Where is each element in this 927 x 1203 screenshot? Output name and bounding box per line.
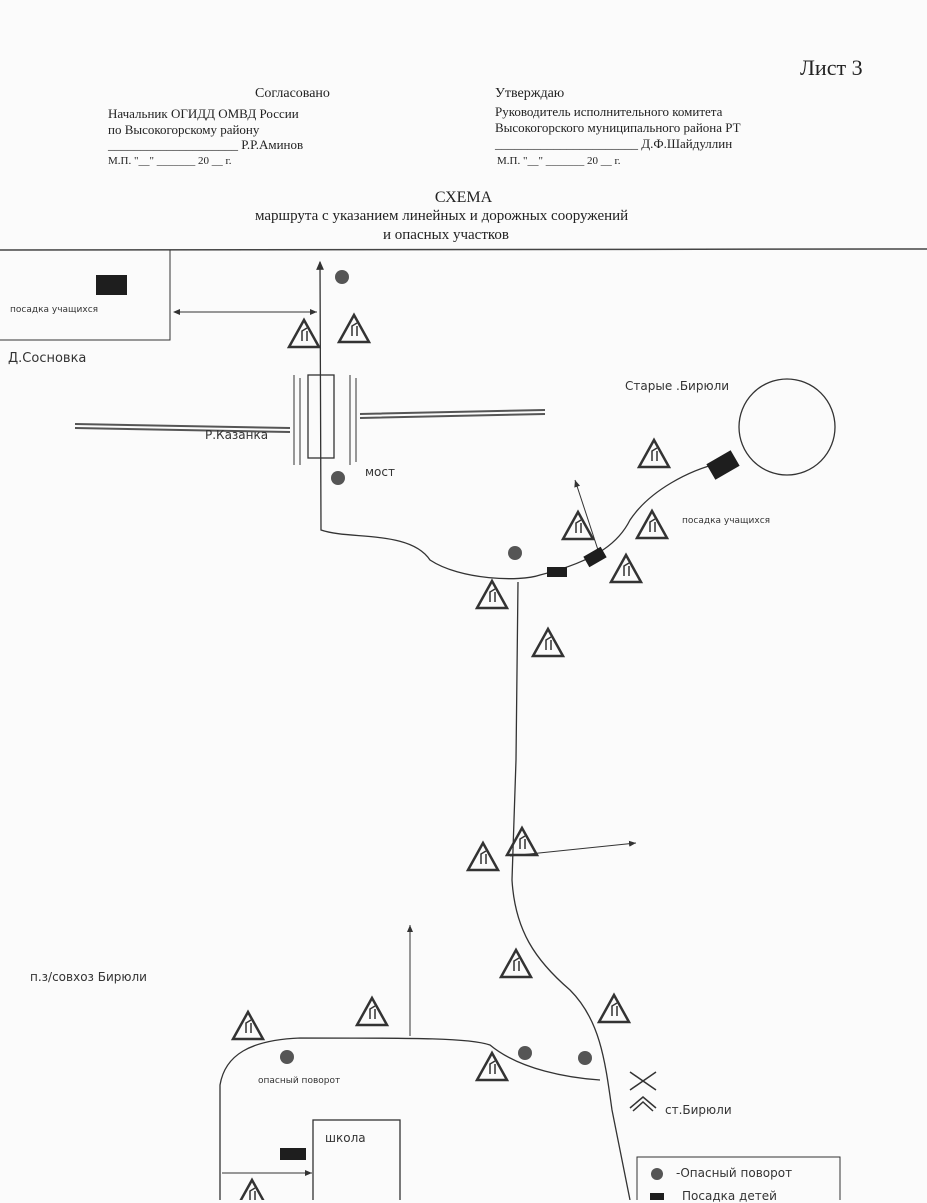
road-sovkhoz xyxy=(219,1037,601,1200)
warning-sign-icon xyxy=(355,996,389,1027)
approve-title: Утверждаю xyxy=(495,86,565,101)
top-border xyxy=(0,248,927,251)
river xyxy=(74,409,546,433)
warning-sign-icon xyxy=(635,509,669,540)
warning-sign-icon xyxy=(337,313,371,344)
warning-sign-icon xyxy=(475,1051,509,1082)
railway-crossing-icon xyxy=(629,1071,657,1112)
danger-dot xyxy=(335,270,349,284)
legend-dot-icon xyxy=(651,1168,663,1180)
approval-title: Согласовано xyxy=(255,86,330,101)
label-starye-biryuli: Старые .Бирюли xyxy=(625,379,730,393)
label-station: ст.Бирюли xyxy=(665,1103,732,1117)
scheme-subtitle-2: и опасных участков xyxy=(383,227,509,243)
road-north xyxy=(316,260,721,580)
side-road-arrow xyxy=(574,479,601,557)
danger-dot xyxy=(578,1051,592,1065)
bus-stop-marker xyxy=(706,450,740,480)
label-sovkhoz: п.з/совхоз Бирюли xyxy=(30,970,147,984)
legend-stop-icon xyxy=(650,1193,664,1200)
warning-sign-icon xyxy=(466,841,500,872)
bridge xyxy=(293,374,357,465)
approve-signature: ______________________ Д.Ф.Шайдуллин xyxy=(495,136,733,151)
warning-sign-icon xyxy=(235,1178,269,1200)
road-main xyxy=(511,581,631,1200)
approval-line2: по Высокогорскому району xyxy=(108,122,260,137)
warning-sign-icon xyxy=(637,438,671,469)
bus-stop-markers xyxy=(280,450,740,1160)
label-stop-top-left: посадка учащихся xyxy=(10,305,99,315)
label-stop-right: посадка учащихся xyxy=(682,516,771,526)
warning-signs xyxy=(231,313,671,1200)
legend-danger-turn: -Опасный поворот xyxy=(676,1166,793,1180)
bus-stop-marker xyxy=(583,546,607,568)
warning-sign-icon xyxy=(231,1010,265,1041)
scheme-subtitle-1: маршрута с указанием линейных и дорожных… xyxy=(255,208,629,224)
label-danger-turn: опасный поворот xyxy=(258,1076,341,1086)
bus-stop-marker xyxy=(96,275,127,295)
approve-date: М.П. "__" _______ 20 __ г. xyxy=(497,155,621,167)
danger-dot xyxy=(518,1046,532,1060)
danger-dot xyxy=(331,471,345,485)
warning-sign-icon xyxy=(499,948,533,979)
label-school: школа xyxy=(325,1131,366,1145)
warning-sign-icon xyxy=(609,553,643,584)
label-bridge: мост xyxy=(365,465,395,479)
label-river: Р.Казанка xyxy=(205,428,269,442)
legend-box xyxy=(636,1156,841,1200)
approval-line1: Начальник ОГИДД ОМВД России xyxy=(108,106,299,121)
legend-boarding: Посадка детей xyxy=(682,1189,777,1203)
warning-sign-icon xyxy=(561,510,595,541)
warning-sign-icon xyxy=(505,826,539,857)
warning-sign-icon xyxy=(287,318,321,349)
starye-biryuli-circle xyxy=(738,378,836,476)
sheet-number: Лист 3 xyxy=(800,55,863,80)
danger-dot xyxy=(508,546,522,560)
bus-stop-marker xyxy=(280,1148,306,1160)
approve-line2: Высокогорского муниципального района РТ xyxy=(495,120,741,135)
approval-signature: ____________________ Р.Р.Аминов xyxy=(108,137,304,152)
sosnovka-area xyxy=(0,250,171,341)
warning-sign-icon xyxy=(475,579,509,610)
danger-dot xyxy=(280,1050,294,1064)
approval-date: М.П. "__" _______ 20 __ г. xyxy=(108,155,232,167)
school-building xyxy=(312,1119,401,1200)
danger-turn-markers xyxy=(280,270,592,1065)
label-sosnovka: Д.Сосновка xyxy=(8,351,87,366)
approve-line1: Руководитель исполнительного комитета xyxy=(495,104,723,119)
warning-sign-icon xyxy=(597,993,631,1024)
warning-sign-icon xyxy=(531,627,565,658)
scheme-title: СХЕМА xyxy=(434,189,493,206)
bus-stop-marker xyxy=(547,567,567,577)
